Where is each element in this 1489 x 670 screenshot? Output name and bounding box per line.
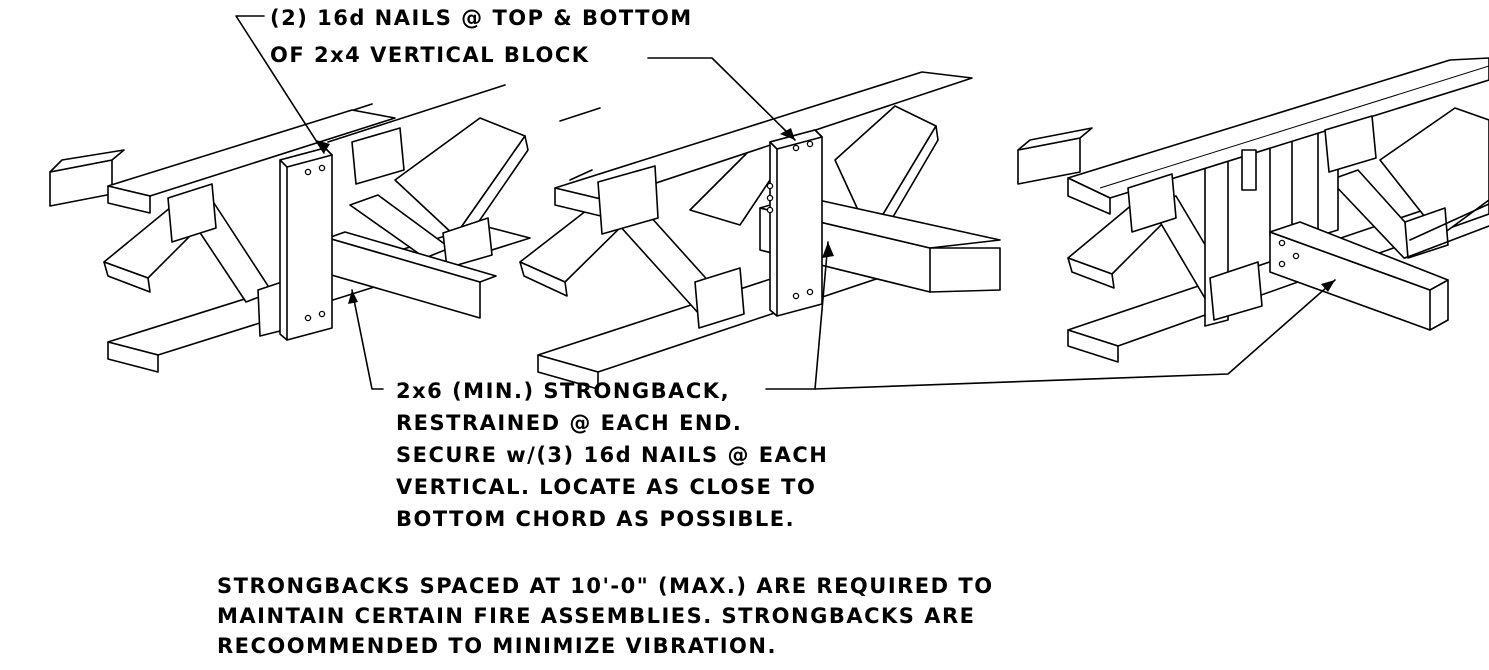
strongback-callout-line-2: RESTRAINED @ EACH END. bbox=[396, 411, 742, 435]
note-line-1: STRONGBACKS SPACED AT 10'-0" (MAX.) ARE … bbox=[217, 574, 994, 598]
note-emphasis-required: REQUIRED bbox=[816, 574, 949, 598]
note-emphasis-minimize-vibration: MINIMIZE VIBRATION. bbox=[492, 634, 777, 658]
nails-callout-line-1: (2) 16d NAILS @ TOP & BOTTOM bbox=[270, 6, 693, 30]
note-line-2: MAINTAIN CERTAIN FIRE ASSEMBLIES. STRONG… bbox=[217, 604, 976, 628]
strongback-callout-line-4: VERTICAL. LOCATE AS CLOSE TO bbox=[396, 475, 816, 499]
strongback-callout-line-3: SECURE w/(3) 16d NAILS @ EACH bbox=[396, 443, 828, 467]
truss-assembly-1 bbox=[49, 84, 531, 373]
strongback-callout-line-5: BOTTOM CHORD AS POSSIBLE. bbox=[396, 507, 795, 531]
nails-callout-line-2: OF 2x4 VERTICAL BLOCK bbox=[270, 43, 590, 67]
truss-assembly-3 bbox=[1017, 57, 1489, 363]
strongback-callout-line-1: 2x6 (MIN.) STRONGBACK, bbox=[396, 379, 730, 403]
leader-lines bbox=[235, 15, 1336, 390]
truss-assembly-2 bbox=[519, 71, 1001, 390]
note-line-3: RECOOMMENDED TO MINIMIZE VIBRATION. bbox=[217, 634, 777, 658]
